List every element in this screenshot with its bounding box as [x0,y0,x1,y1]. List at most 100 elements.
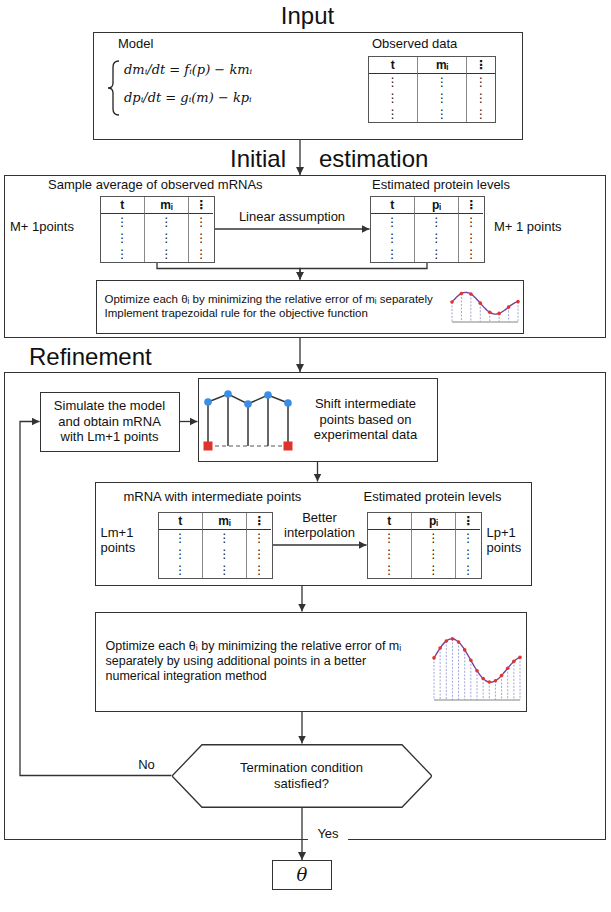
section-label: Model [118,36,208,52]
refinement-panel: RefinementSimulate the model and obtain … [4,372,606,840]
chart-point [512,660,516,664]
table-cell: ⋮ [418,90,467,106]
table-cell: ⋮ [203,530,247,546]
table-cell: ⋮ [467,90,494,106]
table-cell: ⋮ [415,230,459,246]
table-cell: ⋮ [101,230,145,246]
riser [247,404,249,446]
flow-arrow [215,228,370,229]
table-header: ⋮ [467,57,494,74]
node-text: Optimize each θᵢ by minimizing the relat… [106,639,422,684]
node-text: Simulate the model and obtain mRNA with … [48,398,172,445]
point-count: M+ 1points [10,219,98,235]
input-panel: Inputtmᵢ⋮⋮⋮⋮⋮⋮⋮⋮⋮⋮ [93,32,523,140]
riser [227,394,229,446]
table-cell: ⋮ [368,546,412,562]
table-cell: ⋮ [189,246,213,262]
arrow-label: No [130,757,164,773]
flow-arrow [300,263,427,280]
table-cell: ⋮ [101,246,145,262]
table-cell: ⋮ [467,74,494,90]
chart-ordinate [464,650,465,700]
process-box: Shift intermediate points based on exper… [198,378,438,462]
chart-point [438,646,442,650]
chart-point [507,305,511,309]
table-cell: ⋮ [369,90,418,106]
chart-point [481,677,485,681]
table-cell: ⋮ [189,230,213,246]
process-box: Optimize each θᵢ by minimizing the relat… [96,280,524,334]
chart-ordinate [446,641,447,700]
equation: dpᵢ/dt = gᵢ(m) − kpᵢ [124,90,354,106]
chart-point [469,659,473,663]
table-header: ⋮ [459,197,483,214]
chart-point [450,300,454,304]
chart-point [518,656,522,660]
table-cell: ⋮ [459,246,483,262]
section-label: Observed data [372,36,512,52]
decision-diamond: Termination condition satisfied? [172,744,432,808]
chart-ordinate [489,682,490,700]
experimental-point [204,442,213,451]
table-cell: ⋮ [412,562,456,578]
process-box: Simulate the model and obtain mRNA with … [40,392,180,452]
table-header: pᵢ [415,197,459,214]
shift-illustration [204,390,293,450]
table-header: t [369,57,418,74]
flow-arrow [180,421,198,422]
table-cell: ⋮ [159,546,203,562]
chart-point [463,648,467,652]
chart-ordinate [452,639,453,700]
riser [207,402,209,446]
node-text: Shift intermediate points based on exper… [301,396,431,443]
arrow-label: Yes [308,826,348,842]
table-cell: ⋮ [371,230,415,246]
section-heading: Initial [5,145,286,173]
table-cell: ⋮ [145,230,189,246]
table-cell: ⋮ [247,562,271,578]
table-cell: ⋮ [456,530,480,546]
table-header: pᵢ [412,513,456,530]
section-heading: Refinement [29,343,249,371]
table-cell: ⋮ [415,246,459,262]
table-cell: ⋮ [145,246,189,262]
flow-arrow [157,263,300,280]
chart-point [475,669,479,673]
chart-point [460,292,464,296]
chart-ordinate [477,671,478,700]
equation-brace [108,61,119,115]
table-cell: ⋮ [247,530,271,546]
chart-ordinate [470,294,471,322]
chart-ordinate [520,657,521,700]
chart-ordinate [461,294,462,322]
table-cell: ⋮ [371,246,415,262]
chart-ordinate [501,675,502,700]
experimental-point [284,442,293,451]
chart-point [444,639,448,643]
table-cell: ⋮ [467,106,494,122]
table-cell: ⋮ [368,562,412,578]
chart-point [469,292,473,296]
table-header: t [159,513,203,530]
chart-ordinate [518,302,519,322]
arrow-label: Better interpolation [276,510,364,541]
chart-ordinate [480,303,481,322]
chart-point [451,637,455,641]
table-cell: ⋮ [203,546,247,562]
riser [287,403,289,446]
chart-ordinate [507,668,508,700]
table-cell: ⋮ [369,74,418,90]
table-header: mᵢ [145,197,189,214]
chart-point [457,640,461,644]
chart-curve [452,292,518,314]
table-caption: Estimated protein levels [372,177,572,193]
flow-arrow [299,338,300,372]
chart-point [497,312,501,316]
table-cell: ⋮ [159,530,203,546]
table-header: t [101,197,145,214]
data-table: tpᵢ⋮⋮⋮⋮⋮⋮⋮⋮⋮⋮ [370,196,485,263]
table-header: mᵢ [203,513,247,530]
riser [267,395,269,446]
table-cell: ⋮ [371,214,415,230]
